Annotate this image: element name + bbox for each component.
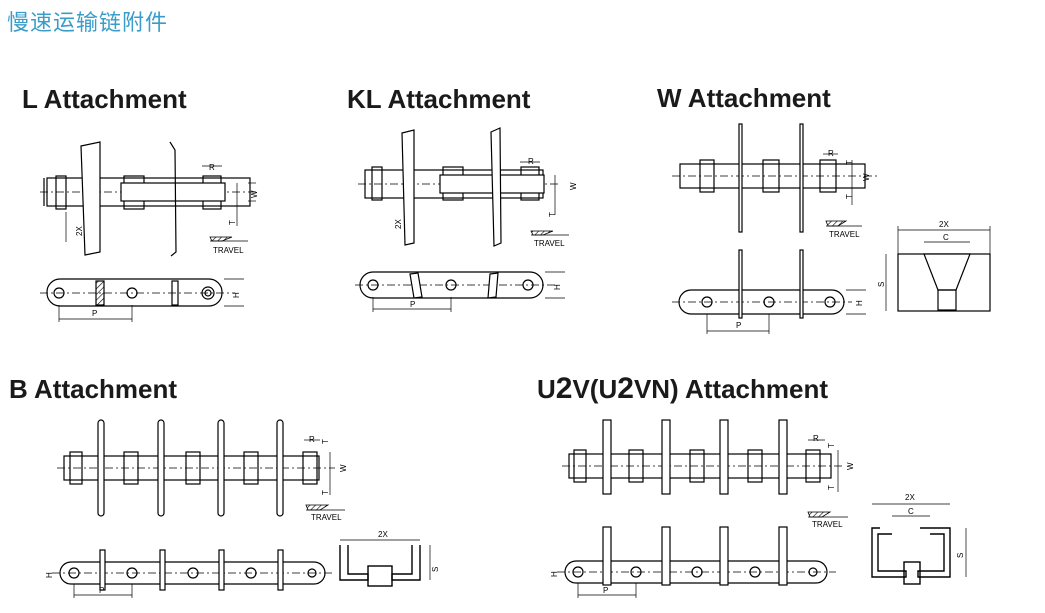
u2v-dim-h: H xyxy=(550,571,559,577)
dim-w: W xyxy=(250,190,259,198)
w-dim-s: S xyxy=(877,282,886,287)
kl-dim-2x: 2X xyxy=(394,219,403,229)
b-dim-s: S xyxy=(431,567,440,572)
w-dim-2x: 2X xyxy=(939,220,949,229)
w-dim-w: W xyxy=(862,173,871,181)
u2v-dim-c: C xyxy=(908,507,914,516)
kl-attachment-title: KL Attachment xyxy=(347,84,531,114)
w-dim-t2: T xyxy=(845,194,854,199)
u2v-dim-s: S xyxy=(956,553,965,558)
u2v-travel-label: TRAVEL xyxy=(812,520,843,529)
b-dim-w: W xyxy=(339,464,348,472)
u2v-dim-w: W xyxy=(846,462,855,470)
dim-t: T xyxy=(228,220,237,225)
w-attachment-side-view xyxy=(672,123,878,233)
b-dim-p: P xyxy=(99,586,104,595)
w-attachment-top-view xyxy=(672,249,866,334)
u2v-dim-t1: T xyxy=(827,443,836,448)
dim-r: R xyxy=(209,163,215,172)
kl-travel-label: TRAVEL xyxy=(534,239,565,248)
dim-2x: 2X xyxy=(75,226,84,236)
w-dim-t1: T xyxy=(845,160,854,165)
kl-dim-w: W xyxy=(569,182,578,190)
kl-dim-r: R xyxy=(528,157,534,166)
w-dim-h: H xyxy=(855,300,864,306)
w-dim-c: C xyxy=(943,233,949,242)
l-attachment-side-view xyxy=(40,141,258,257)
b-attachment-side-view xyxy=(57,419,345,517)
w-travel-label: TRAVEL xyxy=(829,230,860,239)
u2v-attachment-top-view xyxy=(557,526,836,598)
page-title: 慢速运输链附件 xyxy=(7,11,169,36)
kl-dim-t: T xyxy=(548,212,557,217)
travel-label: TRAVEL xyxy=(213,246,244,255)
w-dim-p: P xyxy=(736,321,741,330)
kl-attachment-top-view xyxy=(355,271,565,312)
u2v-dim-r: R xyxy=(813,434,819,443)
b-dim-h: H xyxy=(45,572,54,578)
b-dim-t1: T xyxy=(321,439,330,444)
b-attachment-front-view xyxy=(339,539,431,587)
kl-attachment-side-view xyxy=(358,127,569,247)
l-attachment-side-labels: R W T 2X TRAVEL xyxy=(75,163,259,255)
dim-p: P xyxy=(92,309,97,318)
u2v-attachment-side-view xyxy=(562,419,848,518)
u2v-attachment-title: U2V(U2VN) Attachment xyxy=(537,372,828,405)
w-attachment-front-view xyxy=(885,226,991,312)
w-attachment-title: W Attachment xyxy=(657,83,831,113)
w-dim-r: R xyxy=(828,149,834,158)
u2v-dim-p: P xyxy=(603,586,608,595)
l-attachment-top-view xyxy=(40,278,244,322)
b-dim-2x: 2X xyxy=(378,530,388,539)
u2v-dim-2x: 2X xyxy=(905,493,915,502)
b-attachment-top-view xyxy=(52,549,335,598)
u2v-attachment-front-view xyxy=(871,503,967,585)
u2v-dim-t2: T xyxy=(827,485,836,490)
b-attachment-title: B Attachment xyxy=(9,374,178,404)
kl-dim-h: H xyxy=(553,284,562,290)
l-attachment-title: L Attachment xyxy=(22,84,187,114)
b-dim-r: R xyxy=(309,435,315,444)
b-dim-t2: T xyxy=(321,490,330,495)
kl-dim-p: P xyxy=(410,300,415,309)
b-travel-label: TRAVEL xyxy=(311,513,342,522)
dim-h: H xyxy=(232,292,241,298)
